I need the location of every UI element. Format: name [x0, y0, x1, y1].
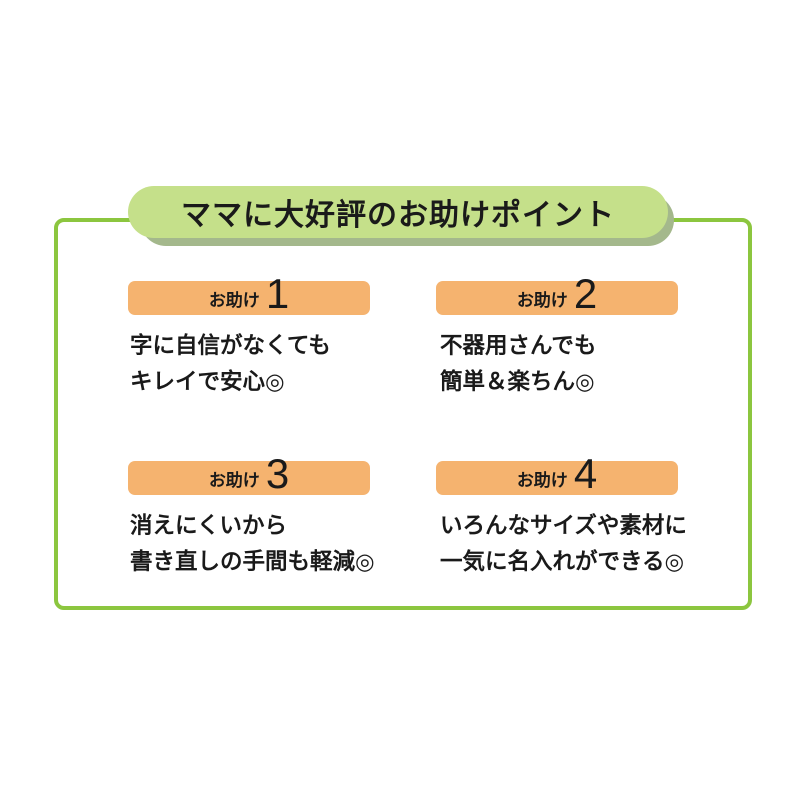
point-tag-label: お助け — [516, 470, 568, 491]
point-description-line: 字に自信がなくても — [130, 333, 331, 359]
point-description-line: キレイで安心◎ — [130, 369, 285, 395]
point-description-2: 不器用さんでも 簡単＆楽ちん◎ — [440, 328, 596, 400]
point-tag-1: お助け 1 — [128, 273, 370, 315]
point-description-1: 字に自信がなくても キレイで安心◎ — [130, 328, 331, 400]
point-description-line: 一気に名入れができる◎ — [440, 549, 685, 575]
point-tag-number: 1 — [265, 270, 290, 317]
point-tag-2: お助け 2 — [436, 273, 678, 315]
point-tag-4: お助け 4 — [436, 453, 678, 495]
point-description-3: 消えにくいから 書き直しの手間も軽減◎ — [130, 508, 375, 580]
point-tag-3: お助け 3 — [128, 453, 370, 495]
point-description-line: 不器用さんでも — [440, 333, 597, 359]
title-banner: ママに大好評のお助けポイント — [128, 186, 668, 238]
point-description-line: いろんなサイズや素材に — [440, 513, 687, 539]
point-description-line: 書き直しの手間も軽減◎ — [130, 549, 375, 575]
point-description-line: 簡単＆楽ちん◎ — [440, 369, 595, 395]
point-tag-number: 3 — [265, 450, 290, 497]
page-title: ママに大好評のお助けポイント — [181, 198, 615, 233]
point-tag-label: お助け — [208, 290, 260, 311]
point-tag-number: 4 — [573, 450, 598, 497]
point-tag-number: 2 — [573, 270, 598, 317]
point-description-line: 消えにくいから — [130, 513, 288, 539]
point-tag-label: お助け — [516, 290, 568, 311]
point-tag-label: お助け — [208, 470, 260, 491]
point-description-4: いろんなサイズや素材に 一気に名入れができる◎ — [440, 508, 687, 580]
